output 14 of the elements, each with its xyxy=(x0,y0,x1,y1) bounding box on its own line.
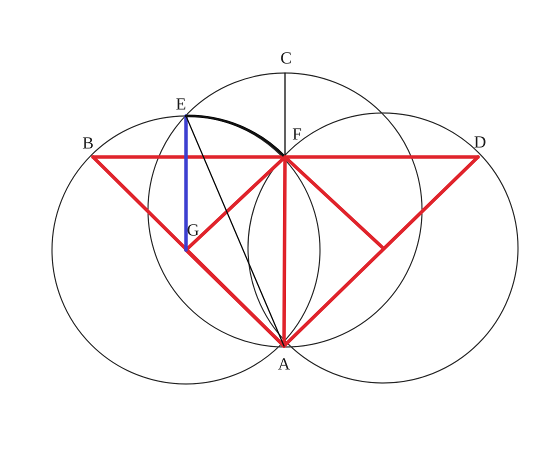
arc-line xyxy=(184,114,286,158)
line-segment xyxy=(184,248,286,348)
line-segment xyxy=(283,155,385,250)
line-segment xyxy=(91,155,480,159)
point-label: A xyxy=(278,356,290,372)
point-label: B xyxy=(82,134,94,152)
point-label: D xyxy=(474,134,486,150)
point-label: C xyxy=(280,50,292,66)
point-label: E xyxy=(176,96,186,112)
point-label: G xyxy=(186,222,200,238)
point-label: F xyxy=(292,126,302,142)
line-segment xyxy=(184,114,188,252)
line-segment xyxy=(185,115,285,347)
line-segment xyxy=(284,72,286,158)
